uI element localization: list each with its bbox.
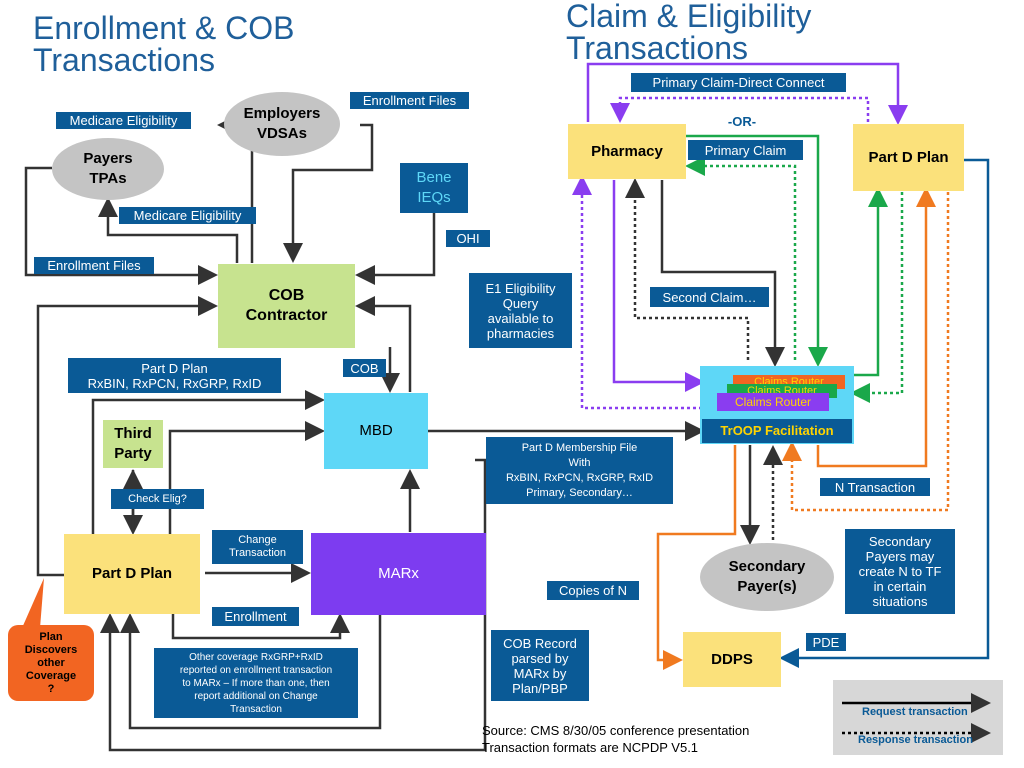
label-part-d-plan-rx: Part D Plan RxBIN, RxPCN, RxGRP, RxID — [68, 358, 281, 393]
payers-node: Payers TPAs — [52, 138, 164, 200]
label-n-transaction: N Transaction — [820, 478, 930, 496]
cob-contractor-node: COB Contractor — [218, 264, 355, 348]
label-secondary-payers-note: Secondary Payers may create N to TF in c… — [845, 529, 955, 614]
label-primary-claim-direct: Primary Claim-Direct Connect — [631, 73, 846, 92]
label-change-transaction: Change Transaction — [212, 530, 303, 564]
label-membership-file: Part D Membership File With RxBIN, RxPCN… — [486, 437, 673, 504]
employers-node: Employers VDSAs — [224, 92, 340, 156]
label-copies-of-n: Copies of N — [547, 581, 639, 600]
label-cob-record: COB Record parsed by MARx by Plan/PBP — [491, 630, 589, 701]
callout-tail — [22, 578, 44, 628]
label-check-elig: Check Elig? — [111, 489, 204, 509]
label-medicare-eligibility-top: Medicare Eligibility — [56, 112, 191, 129]
label-primary-claim: Primary Claim — [688, 140, 803, 160]
title-claim-eligibility: Claim & Eligibility Transactions — [566, 0, 812, 66]
pharmacy-node: Pharmacy — [568, 124, 686, 179]
mbd-node: MBD — [324, 393, 428, 469]
label-medicare-eligibility-mid: Medicare Eligibility — [119, 207, 256, 224]
troop-facilitation-node: TrOOP Facilitation — [702, 419, 852, 443]
label-pde: PDE — [806, 633, 846, 651]
label-second-claim: Second Claim… — [650, 287, 769, 307]
secondary-payer-node: Secondary Payer(s) — [700, 543, 834, 611]
bene-ieqs-node: Bene IEQs — [400, 163, 468, 213]
part-d-plan-right-node: Part D Plan — [853, 124, 964, 191]
plan-discovers-callout: Plan Discovers other Coverage ? — [8, 625, 94, 701]
source-line-2: Transaction formats are NCPDP V5.1 — [482, 740, 699, 755]
label-enrollment: Enrollment — [212, 607, 299, 626]
legend-request-label: Request transaction — [862, 706, 968, 718]
label-enrollment-files-top: Enrollment Files — [350, 92, 469, 109]
label-enrollment-files-left: Enrollment Files — [34, 257, 154, 274]
legend-response-label: Response transaction — [858, 734, 973, 746]
third-party-node: Third Party — [103, 420, 163, 468]
label-e1-eligibility-query: E1 Eligibility Query available to pharma… — [469, 273, 572, 348]
claims-router-3: Claims Router — [717, 393, 829, 411]
label-other-coverage-note: Other coverage RxGRP+RxID reported on en… — [154, 648, 358, 718]
label-cob: COB — [343, 359, 386, 377]
label-ohi: OHI — [446, 230, 490, 247]
ddps-node: DDPS — [683, 632, 781, 687]
source-line-1: Source: CMS 8/30/05 conference presentat… — [482, 723, 750, 738]
label-or: -OR- — [727, 114, 757, 129]
part-d-plan-left-node: Part D Plan — [64, 534, 200, 614]
title-enrollment-cob: Enrollment & COB Transactions — [33, 10, 295, 78]
marx-node: MARx — [311, 533, 486, 615]
